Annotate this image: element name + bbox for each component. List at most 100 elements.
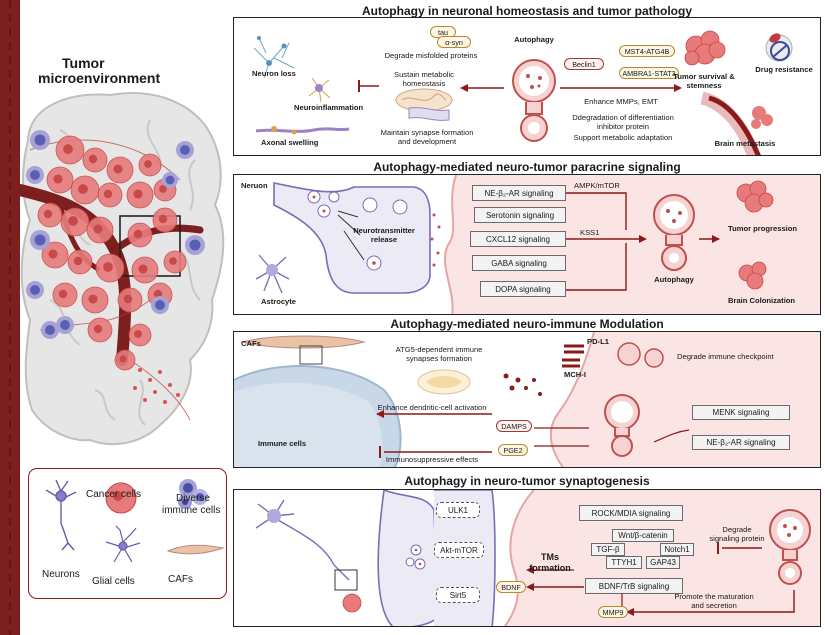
neuroinflammation-label: Neuroinflammation (294, 103, 364, 112)
degrade-signal-line1: Degrade (722, 525, 752, 534)
dopa-signaling-box: DOPA signaling (480, 281, 566, 297)
panel4-title: Autophagy in neuro-tumor synaptogenesis (404, 474, 650, 488)
legend-glial-cells: Glial cells (92, 576, 135, 587)
bdnf-pill: BDNF (496, 581, 526, 593)
legend-immune-line2: immune cells (162, 505, 221, 516)
pdl1-label: PD-L1 (587, 337, 609, 346)
immune-cell-nucleus (155, 300, 165, 310)
serotonin-signaling-box: Serotonin signaling (474, 207, 566, 223)
damps-pill: DAMPS (496, 420, 532, 432)
maintain-line1: Maintain synapse formation (380, 128, 474, 137)
cancer-cell-nucleus (73, 256, 83, 266)
ampk-mtor-label: AMPK/mTOR (574, 181, 620, 190)
autophagy-label: Autophagy (514, 35, 554, 44)
tumor-cell-cluster (26, 130, 205, 371)
tms-line2: formation (529, 563, 571, 573)
cafs-label: CAFs (241, 339, 261, 348)
sirt5-box: Sirt5 (436, 587, 480, 603)
bdnf-trb-box: BDNF/TrB signaling (585, 578, 683, 594)
astrocyte-label: Astrocyte (261, 297, 297, 306)
promote-line2: and secretion (691, 601, 737, 610)
cancer-cell-nucleus (158, 214, 168, 224)
cancer-cell-nucleus (53, 174, 63, 184)
cancer-cell-nucleus (113, 164, 123, 174)
immune-cell-nucleus (189, 239, 201, 251)
rock-mdia-box: ROCK/MDIA signaling (579, 505, 683, 521)
panel3-title: Autophagy-mediated neuro-immune Modulati… (390, 317, 664, 331)
menk-signaling-box: MENK signaling (692, 405, 790, 420)
neuron-label: Neruon (241, 181, 268, 190)
cancer-cell-legend-icon (105, 482, 137, 514)
degrade-checkpoint-label: Degrade immune checkpoint (677, 352, 774, 361)
tgf-beta-box: TGF-β (591, 543, 625, 556)
immunosuppressive-label: Immunosuppressive effects (385, 455, 479, 464)
atg5-line1: ATG5-dependent immune (395, 345, 483, 354)
degrade-signal-line2: signaling protein (709, 534, 765, 543)
glial-cell-legend-icon (105, 525, 141, 563)
akt-mtor-box: Akt-mTOR (434, 542, 484, 558)
cxcl12-signaling-box: CXCL12 signaling (470, 231, 566, 247)
panel4-graphics (255, 490, 820, 626)
mst4-atg4b-pill: MST4-ATG4B (619, 45, 675, 57)
panel-paracrine-signaling: Neruon Neurotransmitter release Astrocyt… (233, 174, 821, 315)
mmp9-pill: MMP9 (598, 606, 628, 618)
legend-icons (45, 479, 225, 563)
panel2-title: Autophagy-mediated neuro-tumor paracrine… (373, 160, 681, 174)
cancer-cell-nucleus (103, 262, 113, 272)
sustain-line2: homeostasis (402, 79, 446, 88)
panel-neuro-immune: CAFs ATG5-dependent immune synapses form… (233, 331, 821, 468)
gaba-signaling-box: GABA signaling (472, 255, 566, 271)
maintain-line2: and development (397, 137, 457, 146)
nt-release-line1: Neurotransmitter (353, 226, 415, 235)
pge2-pill: PGE2 (498, 444, 528, 456)
drug-resistance-label: Drug resistance (755, 65, 813, 74)
cancer-cell-nucleus (93, 324, 103, 334)
asyn-pill: α-syn (437, 36, 471, 48)
immune-cell-nucleus (30, 285, 40, 295)
panel1-graphics (253, 30, 793, 155)
panel3-ne-beta-box: NE-β₂-AR signaling (692, 435, 790, 450)
neuron-legend-icon (45, 479, 77, 551)
wnt-box: Wnt/β-catenin (612, 529, 674, 542)
tme-title-line1: Tumor (62, 55, 105, 71)
cancer-cell-nucleus (63, 144, 73, 154)
degradation-line2: inhibitor protein (597, 122, 649, 131)
neuron-loss-label: Neuron loss (252, 69, 296, 78)
ulk1-box: ULK1 (436, 502, 480, 518)
degrade-misfolded-label: Degrade misfolded proteins (384, 51, 478, 60)
promote-line1: Promote the maturation (674, 592, 754, 601)
mhc-label: MCH-I (564, 370, 586, 379)
cancer-cell-nucleus (133, 229, 143, 239)
cancer-cell-nucleus (134, 330, 142, 338)
immune-cell-nucleus (34, 234, 46, 246)
beclin1-pill: Beclin1 (564, 58, 604, 70)
legend-cancer-cells: Cancer cells (86, 489, 142, 500)
notch1-box: Notch1 (660, 543, 694, 556)
nt-release-line2: release (370, 235, 398, 244)
caf-legend-icon (166, 544, 225, 555)
legend-immune-line1: Diverse (176, 493, 210, 504)
ttyh1-box: TTYH1 (606, 556, 642, 569)
sustain-line1: Sustain metabolic (394, 70, 454, 79)
tme-title-line2: microenvironment (38, 70, 161, 86)
immune-cell-nucleus (165, 175, 175, 185)
cancer-cell-nucleus (93, 224, 103, 234)
panel2-autophagy-label: Autophagy (654, 275, 694, 284)
cancer-cell-nucleus (133, 189, 143, 199)
panel-neuronal-homeostasis: Neuron loss Neuroinflammation Axonal swe… (233, 17, 821, 156)
cancer-cell-nucleus (43, 209, 53, 219)
atg5-line2: synapses formation (406, 354, 472, 363)
degradation-line1: Ddegradation of differentiation (572, 113, 674, 122)
panel3-graphics (234, 332, 820, 467)
cancer-cell-nucleus (103, 189, 113, 199)
immune-cell-nucleus (30, 170, 40, 180)
immune-cell-nucleus (60, 320, 70, 330)
kss1-label: KSS1 (580, 228, 600, 237)
cancer-cell-nucleus (144, 160, 152, 168)
cancer-cell-nucleus (88, 294, 98, 304)
cancer-cell-nucleus (68, 216, 78, 226)
cancer-cell-nucleus (48, 249, 58, 259)
cancer-cell-nucleus (159, 185, 167, 193)
enhance-mmps-label: Enhance MMPs, EMT (584, 97, 658, 106)
immune-cells-label: Immune cells (258, 439, 307, 448)
